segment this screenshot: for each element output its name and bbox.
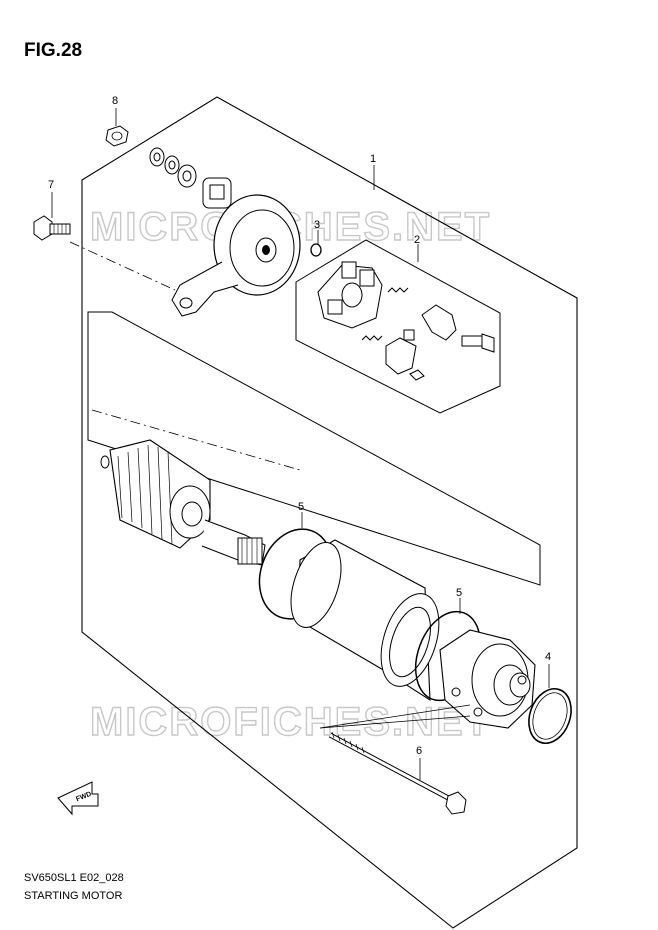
center-axis-line xyxy=(69,241,176,291)
callout-3: 3 xyxy=(314,219,320,231)
leader-lines xyxy=(51,108,550,780)
callout-1: 1 xyxy=(370,153,376,165)
figure-title: FIG.28 xyxy=(24,40,83,61)
mounting-bolt-part-7 xyxy=(33,215,71,241)
center-axis-line-2 xyxy=(91,409,301,471)
callout-5-rear: 5 xyxy=(298,501,304,513)
brush-spring-lower xyxy=(361,335,383,341)
callout-6: 6 xyxy=(416,745,422,757)
terminal-insulator xyxy=(202,177,232,209)
through-bolt-part-6 xyxy=(328,731,467,815)
armature-subframe xyxy=(87,311,541,586)
brush-holder-subframe xyxy=(295,239,501,414)
figure-code: SV650SL1 E02_028 xyxy=(24,872,124,884)
yoke-housing xyxy=(290,539,440,702)
front-end-cover xyxy=(439,629,536,729)
brush-terminal-lower xyxy=(385,329,425,381)
o-ring-part-4 xyxy=(528,688,572,744)
brush-holder-plate xyxy=(317,261,383,329)
rear-end-cover xyxy=(171,194,301,317)
callout-8: 8 xyxy=(112,95,118,107)
forward-direction-arrow: FWD xyxy=(57,781,99,816)
figure-caption: STARTING MOTOR xyxy=(24,890,123,902)
brush-terminal-upper xyxy=(421,304,495,353)
o-ring-part-4-inner xyxy=(532,692,568,740)
watermark-bottom: MICROFICHES.NET xyxy=(90,700,491,744)
callout-7: 7 xyxy=(48,179,54,191)
callout-4: 4 xyxy=(545,651,551,663)
o-ring-part-3 xyxy=(310,243,322,257)
callout-5-front: 5 xyxy=(456,587,462,599)
armature xyxy=(100,439,266,566)
assembly-outline-frame xyxy=(81,96,578,929)
brush-spring-upper xyxy=(387,287,409,293)
washer-set xyxy=(149,147,197,188)
callout-2: 2 xyxy=(414,234,420,246)
nut-part-8 xyxy=(105,125,129,147)
